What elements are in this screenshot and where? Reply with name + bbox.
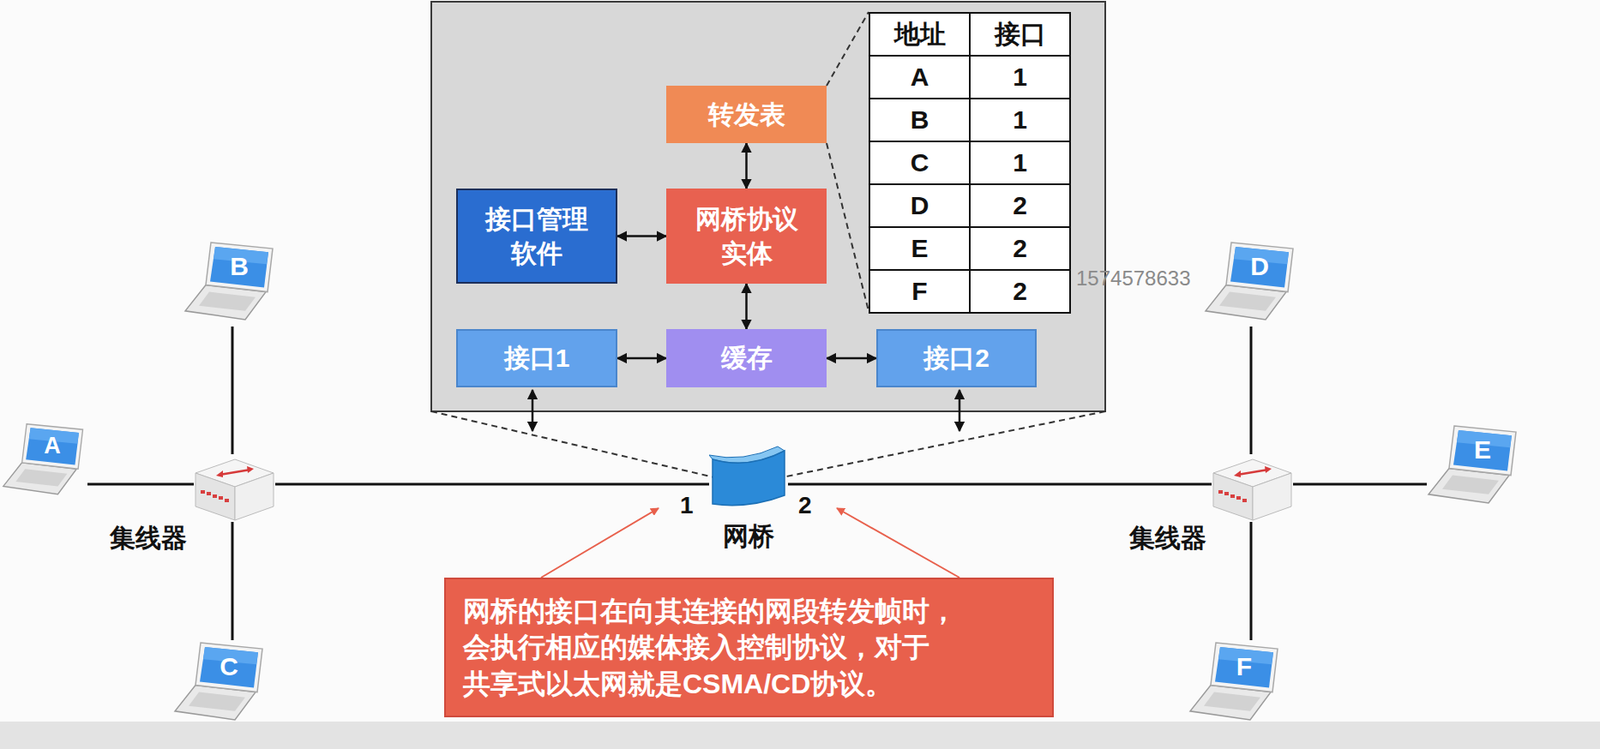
table-text: 2 xyxy=(1012,191,1028,221)
leader-line xyxy=(541,508,659,578)
table-text: F xyxy=(911,276,927,307)
table-text: B xyxy=(910,105,930,135)
bridge-icon xyxy=(709,445,788,508)
port-number: 1 xyxy=(679,492,694,520)
hub-label: 集线器 xyxy=(109,521,187,557)
port-arrow xyxy=(958,390,962,432)
network-wire xyxy=(231,522,235,641)
host-laptop: D xyxy=(1203,240,1299,327)
box-label: 网桥协议 实体 xyxy=(676,202,817,271)
host-letter: B xyxy=(229,252,249,282)
host-letter: C xyxy=(219,652,239,682)
table-text: 地址 xyxy=(894,17,946,53)
host-laptop: C xyxy=(173,640,268,728)
host-laptop: F xyxy=(1188,640,1283,728)
table-cell: 1 xyxy=(968,97,1071,143)
host-letter: D xyxy=(1250,252,1270,282)
table-cell: B xyxy=(868,97,971,143)
leader-line xyxy=(836,508,960,578)
box-label: 网桥的接口在向其连接的网段转发帧时， 会执行相应的媒体接入控制协议，对于 共享式… xyxy=(463,593,1035,703)
port-arrow xyxy=(531,390,535,432)
bridge-internals-panel xyxy=(431,1,1106,412)
hub-icon xyxy=(1211,454,1294,523)
network-wire xyxy=(1250,522,1253,641)
interface-mgmt-box: 接口管理 软件 xyxy=(456,188,618,284)
zoom-line xyxy=(826,12,869,86)
box-label: 接口1 xyxy=(504,341,571,376)
bridge-label: 网桥 xyxy=(722,519,775,555)
hub: 集线器 xyxy=(1211,454,1294,523)
bottom-strip xyxy=(0,721,1600,749)
port-number: 2 xyxy=(798,492,813,520)
table-text: A xyxy=(910,62,930,92)
table-cell: 1 xyxy=(968,54,1071,100)
host-laptop: E xyxy=(1426,423,1522,511)
table-cell: F xyxy=(868,269,971,314)
box-label: 接口管理 软件 xyxy=(466,202,608,271)
table-cell: 2 xyxy=(968,269,1071,314)
box-label: 接口2 xyxy=(923,341,990,376)
network-wire xyxy=(275,483,710,487)
table-text: 1 xyxy=(1012,62,1028,92)
network-wire xyxy=(1250,326,1253,455)
host-letter: E xyxy=(1473,435,1492,465)
connector-arrow xyxy=(826,357,877,361)
box-label: 缓存 xyxy=(721,341,773,376)
laptop-icon xyxy=(1188,640,1283,728)
hub: 集线器 xyxy=(193,454,276,523)
hub-label: 集线器 xyxy=(1129,521,1207,557)
network-wire xyxy=(231,326,235,455)
protocol-entity-box: 网桥协议 实体 xyxy=(666,188,827,284)
table-text: 2 xyxy=(1012,276,1028,307)
zoom-line xyxy=(431,411,715,478)
connector-arrow xyxy=(617,234,667,238)
table-text: 2 xyxy=(1012,234,1028,264)
table-text: C xyxy=(910,148,930,178)
interface-box: 接口1 xyxy=(456,329,618,388)
watermark: 1574578633 xyxy=(1076,266,1191,291)
host-letter: A xyxy=(43,433,61,460)
table-text: E xyxy=(910,234,928,264)
table-cell: 1 xyxy=(968,140,1071,186)
table-cell: D xyxy=(868,183,971,229)
hub-icon xyxy=(193,454,276,523)
connector-arrow xyxy=(617,357,667,361)
table-cell: C xyxy=(868,140,971,186)
table-text: 接口 xyxy=(994,17,1047,53)
network-wire xyxy=(787,483,1212,487)
zoom-line xyxy=(786,411,1106,477)
table-text: 1 xyxy=(1012,148,1028,178)
forwarding-table-box: 转发表 xyxy=(666,85,827,144)
table-cell: 2 xyxy=(968,226,1071,271)
connector-arrow xyxy=(745,143,748,189)
table-cell: 地址 xyxy=(868,12,971,57)
host-laptop: B xyxy=(183,240,278,327)
network-wire xyxy=(87,483,194,487)
table-cell: 2 xyxy=(968,183,1071,229)
callout-box: 网桥的接口在向其连接的网段转发帧时， 会执行相应的媒体接入控制协议，对于 共享式… xyxy=(444,577,1054,718)
network-wire xyxy=(1293,483,1427,487)
table-cell: A xyxy=(868,54,971,100)
bridge: 网桥 xyxy=(709,445,788,508)
host-letter: F xyxy=(1236,652,1252,682)
connector-arrow xyxy=(745,283,748,330)
table-cell: 接口 xyxy=(968,12,1071,57)
interface-box: 接口2 xyxy=(876,329,1037,388)
table-cell: E xyxy=(868,226,971,271)
buffer-box: 缓存 xyxy=(666,329,827,388)
table-text: 1 xyxy=(1012,105,1028,135)
table-text: D xyxy=(910,191,930,221)
host-laptop: A xyxy=(1,421,88,501)
box-label: 转发表 xyxy=(708,97,786,133)
zoom-line xyxy=(826,143,869,312)
